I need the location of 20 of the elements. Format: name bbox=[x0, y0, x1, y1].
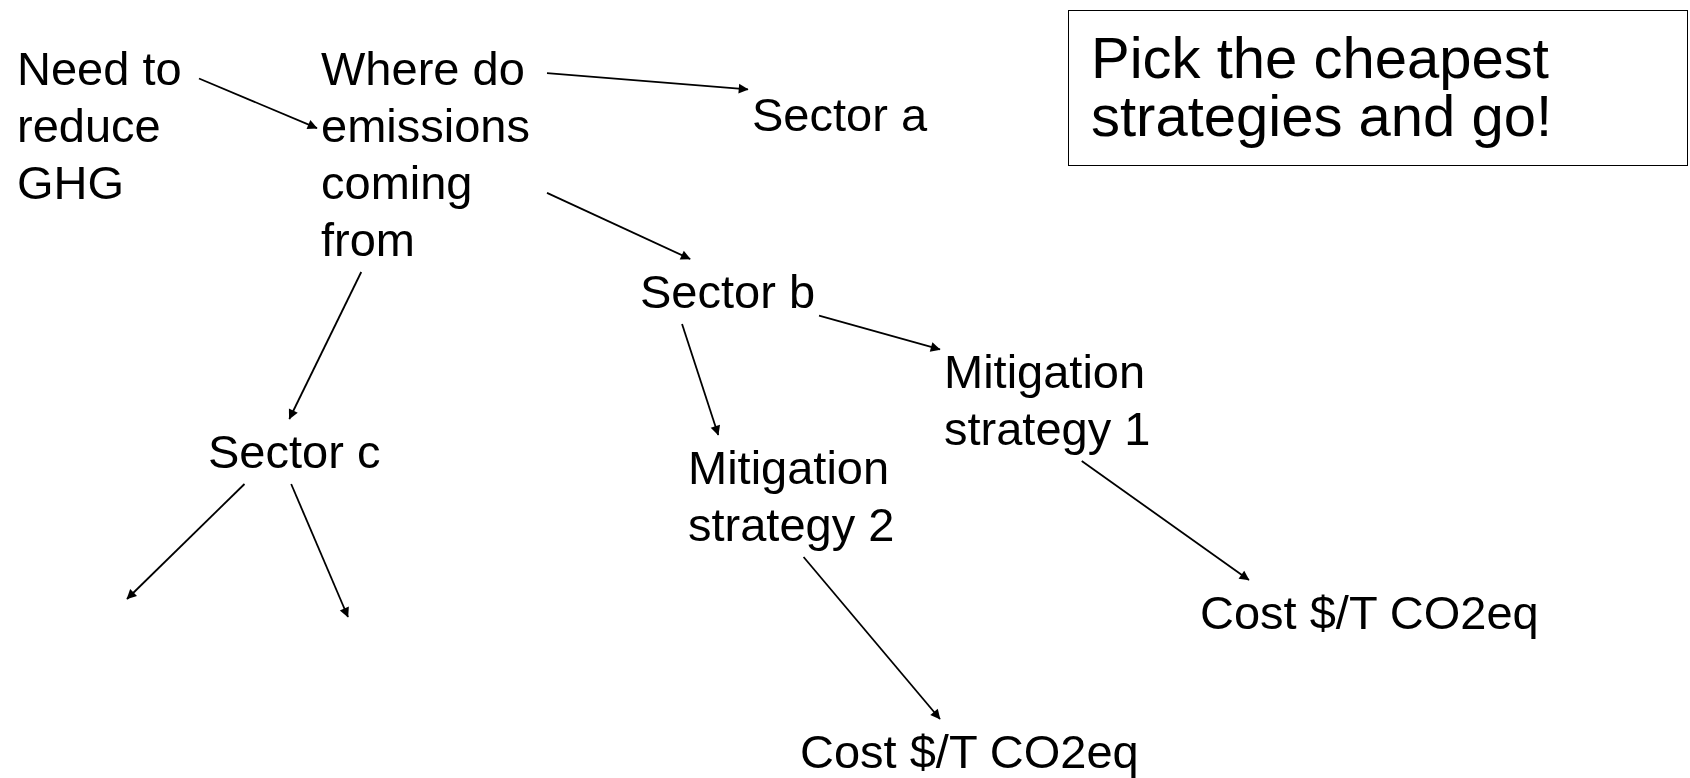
node-label: Mitigation strategy 1 bbox=[944, 343, 1164, 457]
arrow bbox=[290, 483, 349, 618]
node-label: Cost $/T CO2eq bbox=[800, 723, 1139, 778]
node-label: Sector b bbox=[640, 263, 816, 320]
arrow bbox=[198, 77, 318, 130]
note-box bbox=[1068, 10, 1688, 166]
arrow bbox=[802, 556, 941, 720]
node-label: Where do emissions coming from bbox=[321, 40, 543, 268]
node-label: Cost $/T CO2eq bbox=[1200, 584, 1539, 641]
arrow bbox=[546, 72, 749, 94]
arrow bbox=[681, 323, 721, 436]
arrow bbox=[126, 483, 246, 600]
arrow bbox=[818, 314, 941, 352]
node-label: Sector c bbox=[208, 423, 381, 480]
node-label: Sector a bbox=[752, 86, 928, 143]
arrow bbox=[288, 271, 363, 420]
arrow bbox=[546, 192, 692, 260]
arrow bbox=[1080, 460, 1250, 581]
node-label: Mitigation strategy 2 bbox=[688, 439, 908, 553]
node-label: Need to reduce GHG bbox=[17, 40, 195, 211]
